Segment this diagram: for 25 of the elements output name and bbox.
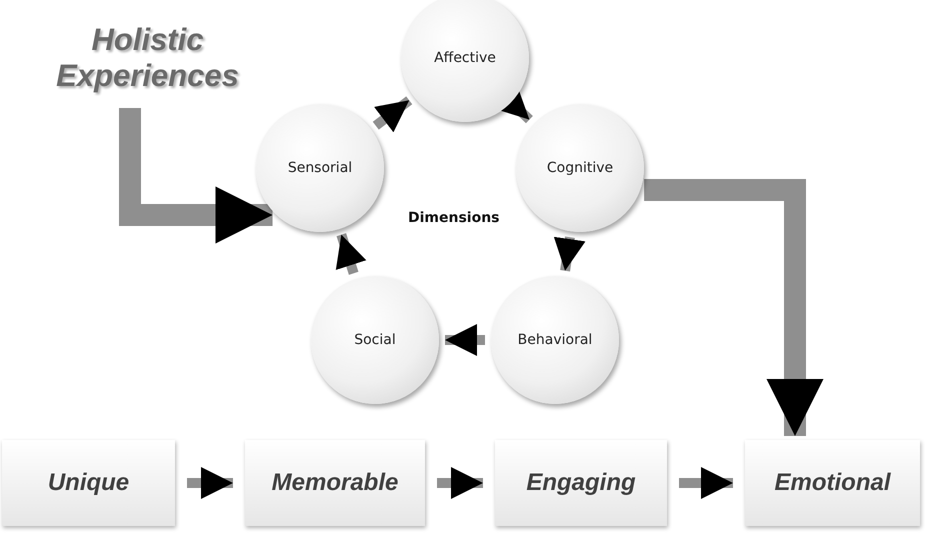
center-label: Dimensions xyxy=(408,210,500,226)
stage-box xyxy=(2,440,175,526)
heading-text: Holistic Experiences xyxy=(55,22,240,94)
node-label: Sensorial xyxy=(288,160,352,176)
arrow xyxy=(187,467,233,499)
node-label: Memorable xyxy=(272,469,398,497)
arrow xyxy=(119,108,273,244)
dimension-circle xyxy=(401,0,529,122)
node-label: Behavioral xyxy=(518,332,592,348)
arrow xyxy=(554,236,586,272)
arrow xyxy=(644,179,824,436)
node-label: Engaging xyxy=(526,469,636,497)
arrow xyxy=(372,96,412,132)
arrow xyxy=(437,467,483,499)
node-label: Cognitive xyxy=(546,160,614,176)
stage-box xyxy=(495,440,667,526)
arrow xyxy=(336,233,366,275)
arrow xyxy=(445,324,485,356)
arrow xyxy=(679,467,733,499)
node-label: Affective xyxy=(434,50,496,66)
node-label: Emotional xyxy=(774,469,890,497)
stage-box xyxy=(245,440,425,526)
stage-box xyxy=(745,440,920,526)
node-label: Social xyxy=(354,332,396,348)
node-label: Unique xyxy=(48,469,130,497)
